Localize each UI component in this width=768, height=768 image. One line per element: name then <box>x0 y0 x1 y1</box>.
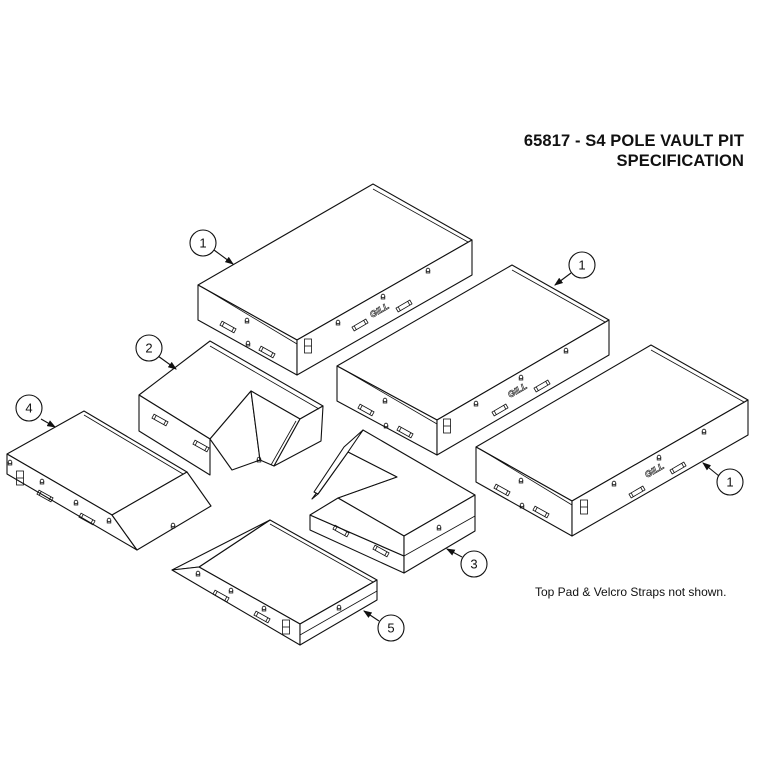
block-3: 3 <box>309 429 488 578</box>
drawing-title: 65817 - S4 POLE VAULT PIT SPECIFICATION <box>524 131 744 171</box>
drawing-note: Top Pad & Velcro Straps not shown. <box>535 585 727 599</box>
block-1-right: GILL 1 <box>475 344 749 537</box>
callout-2 <box>135 334 163 362</box>
svg-text:4: 4 <box>25 401 32 416</box>
callout-4 <box>15 394 43 422</box>
block-1-middle: GILL 1 <box>336 251 610 456</box>
svg-text:1: 1 <box>726 475 733 490</box>
block-2: 2 <box>135 334 324 476</box>
title-line-2: SPECIFICATION <box>616 152 744 170</box>
svg-text:1: 1 <box>578 258 585 273</box>
svg-text:2: 2 <box>145 341 152 356</box>
svg-text:5: 5 <box>387 621 394 636</box>
svg-text:1: 1 <box>199 236 206 251</box>
callout-5 <box>377 614 405 642</box>
block-1-top: GILL 1 <box>189 183 473 376</box>
title-line-1: 65817 - S4 POLE VAULT PIT <box>523 132 744 150</box>
callout-1-middle <box>568 251 596 279</box>
svg-text:3: 3 <box>470 557 477 572</box>
callout-3 <box>460 550 488 578</box>
callout-1-top <box>189 229 217 257</box>
block-5: 5 <box>171 519 405 646</box>
callout-1-right <box>716 468 744 496</box>
block-4: 4 <box>6 394 212 551</box>
